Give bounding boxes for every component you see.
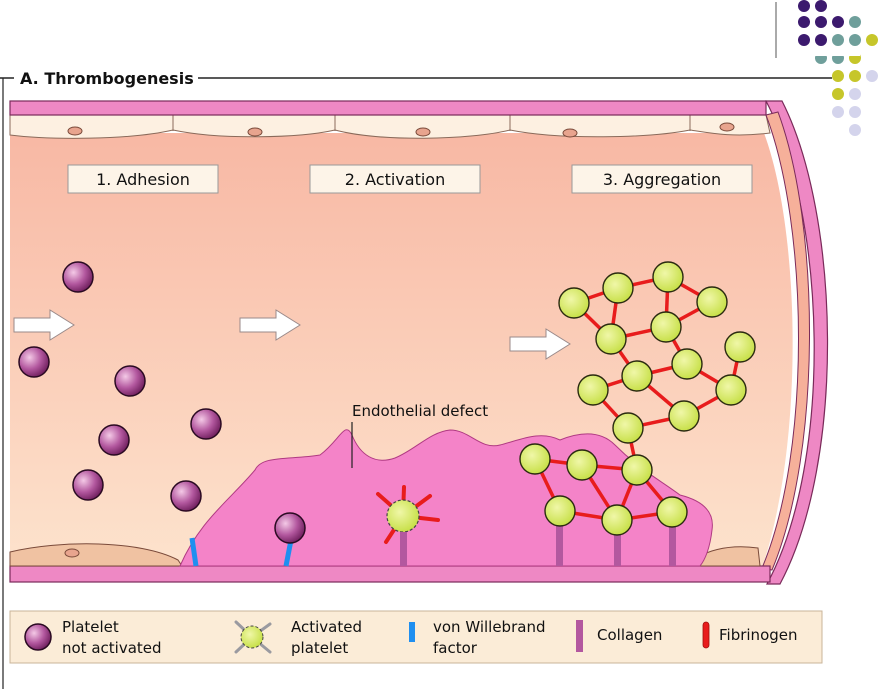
legend-label-vwf-2: factor (433, 639, 478, 657)
platelet (98, 424, 130, 456)
stage-label-adhesion: 1. Adhesion (96, 170, 190, 189)
legend-label-platelet: Platelet (62, 618, 119, 636)
endothelial-defect-label: Endothelial defect (352, 402, 488, 420)
diagram-title: A. Thrombogenesis (20, 69, 194, 88)
aggregated-platelets (519, 261, 756, 536)
activated-platelet-stage2 (376, 485, 440, 544)
activated-platelet (544, 495, 576, 527)
cell-nucleus (719, 122, 735, 132)
von-willebrand-factor (189, 537, 199, 567)
vessel-wall-top (9, 100, 767, 116)
free-platelets (18, 261, 222, 512)
platelet (190, 408, 222, 440)
collagen-icon (576, 620, 583, 652)
collagen (614, 518, 621, 566)
collagen (400, 532, 407, 566)
vessel-wall-inner (761, 111, 810, 571)
platelet (18, 346, 50, 378)
stage-label-activation: 2. Activation (345, 170, 445, 189)
deco-separator (796, 50, 860, 56)
activated-platelet (652, 261, 684, 293)
activated-platelet (595, 323, 627, 355)
activated-platelet (656, 496, 688, 528)
flow-arrow-icon (13, 309, 75, 341)
platelet (72, 469, 104, 501)
stage-box-activation (309, 164, 481, 194)
legend-label-collagen: Collagen (597, 626, 662, 644)
activated-platelet (621, 454, 653, 486)
platelet (114, 365, 146, 397)
activated-platelet (671, 348, 703, 380)
cell-nucleus (64, 548, 80, 558)
activated-platelet (577, 374, 609, 406)
stage-box-aggregation (571, 164, 753, 194)
activated-platelet (558, 287, 590, 319)
flow-arrow-icon (509, 328, 571, 360)
cell-nucleus (562, 128, 578, 138)
endothelium-top (9, 114, 771, 139)
legend-label-activated-2: platelet (291, 639, 348, 657)
activated-platelet (519, 443, 551, 475)
activated-platelet (601, 504, 633, 536)
adhered-platelet (274, 512, 306, 544)
fibrinogen-icon (702, 621, 710, 649)
von-willebrand-factor (283, 539, 294, 567)
activated-platelet (621, 360, 653, 392)
activated-platelet (696, 286, 728, 318)
endothelium-bottom-left (9, 543, 183, 567)
legend-label-vwf: von Willebrand (433, 618, 545, 636)
activated-platelet (650, 311, 682, 343)
stage-label-aggregation: 3. Aggregation (603, 170, 721, 189)
von-willebrand-factor-icon (409, 622, 415, 642)
legend-label-activated: Activated (291, 618, 362, 636)
collagen (556, 510, 563, 566)
platelet (170, 480, 202, 512)
cell-nucleus (247, 127, 263, 137)
stage-box-adhesion (67, 164, 219, 194)
activated-platelet (724, 331, 756, 363)
platelet (62, 261, 94, 293)
activated-platelet-icon (234, 620, 272, 654)
activated-platelet (668, 400, 700, 432)
cell-nucleus (67, 126, 83, 136)
decorative-dots (798, 0, 878, 136)
flow-arrow-icon (239, 309, 301, 341)
vessel-wall-bottom (9, 565, 771, 583)
cell-nucleus (415, 127, 431, 137)
legend-label-platelet-2: not activated (62, 639, 162, 657)
collagen (669, 510, 676, 566)
activated-platelet (566, 449, 598, 481)
activated-platelet (715, 374, 747, 406)
legend-label-fibrinogen: Fibrinogen (719, 626, 798, 644)
collagen-fibers (400, 510, 676, 566)
vessel-wall-outer (765, 100, 829, 585)
activated-platelet (612, 412, 644, 444)
legend-box (9, 610, 823, 664)
platelet-icon (24, 623, 52, 651)
activated-platelet (602, 272, 634, 304)
